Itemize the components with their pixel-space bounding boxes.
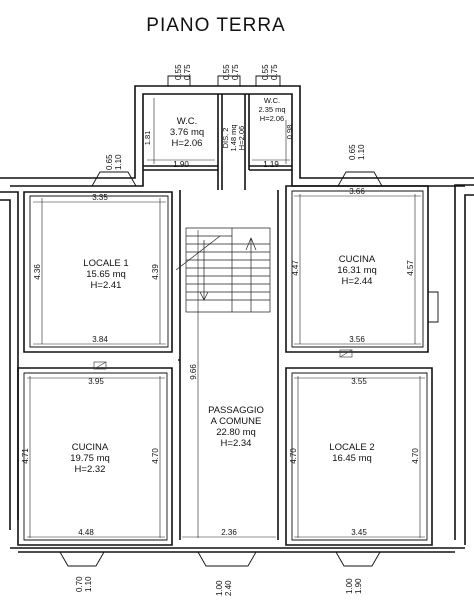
room-name: W.C.	[264, 96, 280, 105]
dim-label: 4.39	[151, 264, 160, 280]
dim-label: 3.95	[88, 377, 104, 386]
dim-label: 1.90	[354, 578, 363, 594]
plan-title: PIANO TERRA	[146, 15, 285, 36]
room-name: CUCINA	[72, 442, 109, 453]
room-cucina-top: CUCINA 16.31 mq H=2.44	[337, 254, 377, 287]
dim-label: 0.75	[231, 64, 240, 80]
room-area: 2.35 mq	[258, 105, 285, 114]
dimension-lines	[27, 98, 425, 538]
dim-label: 0.55	[174, 64, 183, 80]
dim-label: 0.75	[183, 64, 192, 80]
dim-label: 4.70	[411, 448, 420, 464]
room-height: H=2.06	[172, 138, 203, 149]
room-locale2: LOCALE 2 16.45 mq	[329, 442, 374, 464]
room-name: W.C.	[177, 116, 198, 127]
dim-label: 3.45	[351, 528, 367, 537]
room-name: DIS. 2	[221, 128, 230, 149]
dim-label: 0.55	[261, 64, 270, 80]
room-area: 3.76 mq	[170, 127, 204, 138]
dim-label: 4.36	[33, 264, 42, 280]
dim-label: 1.10	[84, 576, 93, 592]
dim-label: 3.55	[351, 377, 367, 386]
room-area: 22.80 mq	[216, 427, 256, 438]
dim-label: 0.55	[222, 64, 231, 80]
dim-label: 4.48	[78, 528, 94, 537]
dim-label: 9.66	[189, 364, 198, 380]
dim-label: 0.70	[75, 576, 84, 592]
staircase	[175, 227, 271, 313]
dim-label: 0.75	[270, 64, 279, 80]
dim-label: 4.70	[289, 448, 298, 464]
room-height: H=2.06	[260, 114, 284, 123]
room-name: LOCALE 2	[329, 442, 374, 453]
dim-label: 4.47	[291, 260, 300, 276]
dim-label: 2.40	[224, 580, 233, 596]
room-name: CUCINA	[339, 254, 376, 265]
dim-label: 0.65	[105, 154, 114, 170]
dim-label: 3.66	[349, 187, 365, 196]
room-area: 15.65 mq	[86, 269, 126, 280]
room-passage: PASSAGGIO A COMUNE 22.80 mq H=2.34	[208, 405, 264, 449]
room-area: 16.31 mq	[337, 265, 377, 276]
walls	[0, 85, 474, 553]
dim-label: 4.57	[406, 260, 415, 276]
window-marks	[59, 75, 383, 567]
room-height: H=2.06	[237, 126, 246, 150]
dim-label: 3.35	[92, 193, 108, 202]
dim-label: 1.90	[173, 160, 189, 169]
room-locale1: LOCALE 1 15.65 mq H=2.41	[83, 258, 128, 291]
dim-label: 1.00	[215, 580, 224, 596]
dim-label: 1.10	[114, 154, 123, 170]
room-wc1: W.C. 3.76 mq H=2.06	[170, 116, 204, 149]
dim-label: 3.84	[92, 335, 108, 344]
dim-label: 1.81	[143, 131, 152, 146]
room-name: LOCALE 1	[83, 258, 128, 269]
dim-label: 1.10	[357, 144, 366, 160]
room-dis: DIS. 2 1.48 mq H=2.06	[221, 124, 246, 151]
dim-label: 3.56	[349, 335, 365, 344]
dim-label: 1.19	[263, 160, 279, 169]
room-name-1: PASSAGGIO	[208, 405, 264, 416]
dim-label: 0.98	[285, 125, 294, 140]
dimension-labels: 0.55 0.75 0.55 0.75 0.55 0.75 1.90 1.81 …	[21, 64, 420, 596]
room-wc2: W.C. 2.35 mq H=2.06	[258, 96, 285, 123]
dim-label: 4.71	[21, 448, 30, 464]
room-area: 19.75 mq	[70, 453, 110, 464]
room-height: H=2.44	[342, 276, 373, 287]
dim-label: 2.36	[221, 528, 237, 537]
dim-label: 1.00	[345, 578, 354, 594]
room-height: H=2.41	[91, 280, 122, 291]
room-area: 1.48 mq	[229, 124, 238, 151]
dim-label: 4.70	[151, 448, 160, 464]
room-name-2: A COMUNE	[211, 416, 262, 427]
room-height: H=2.32	[75, 464, 106, 475]
room-height: H=2.34	[221, 438, 252, 449]
room-cucina-bottom: CUCINA 19.75 mq H=2.32	[70, 442, 110, 475]
room-area: 16.45 mq	[332, 453, 372, 464]
dim-label: 0.65	[348, 144, 357, 160]
